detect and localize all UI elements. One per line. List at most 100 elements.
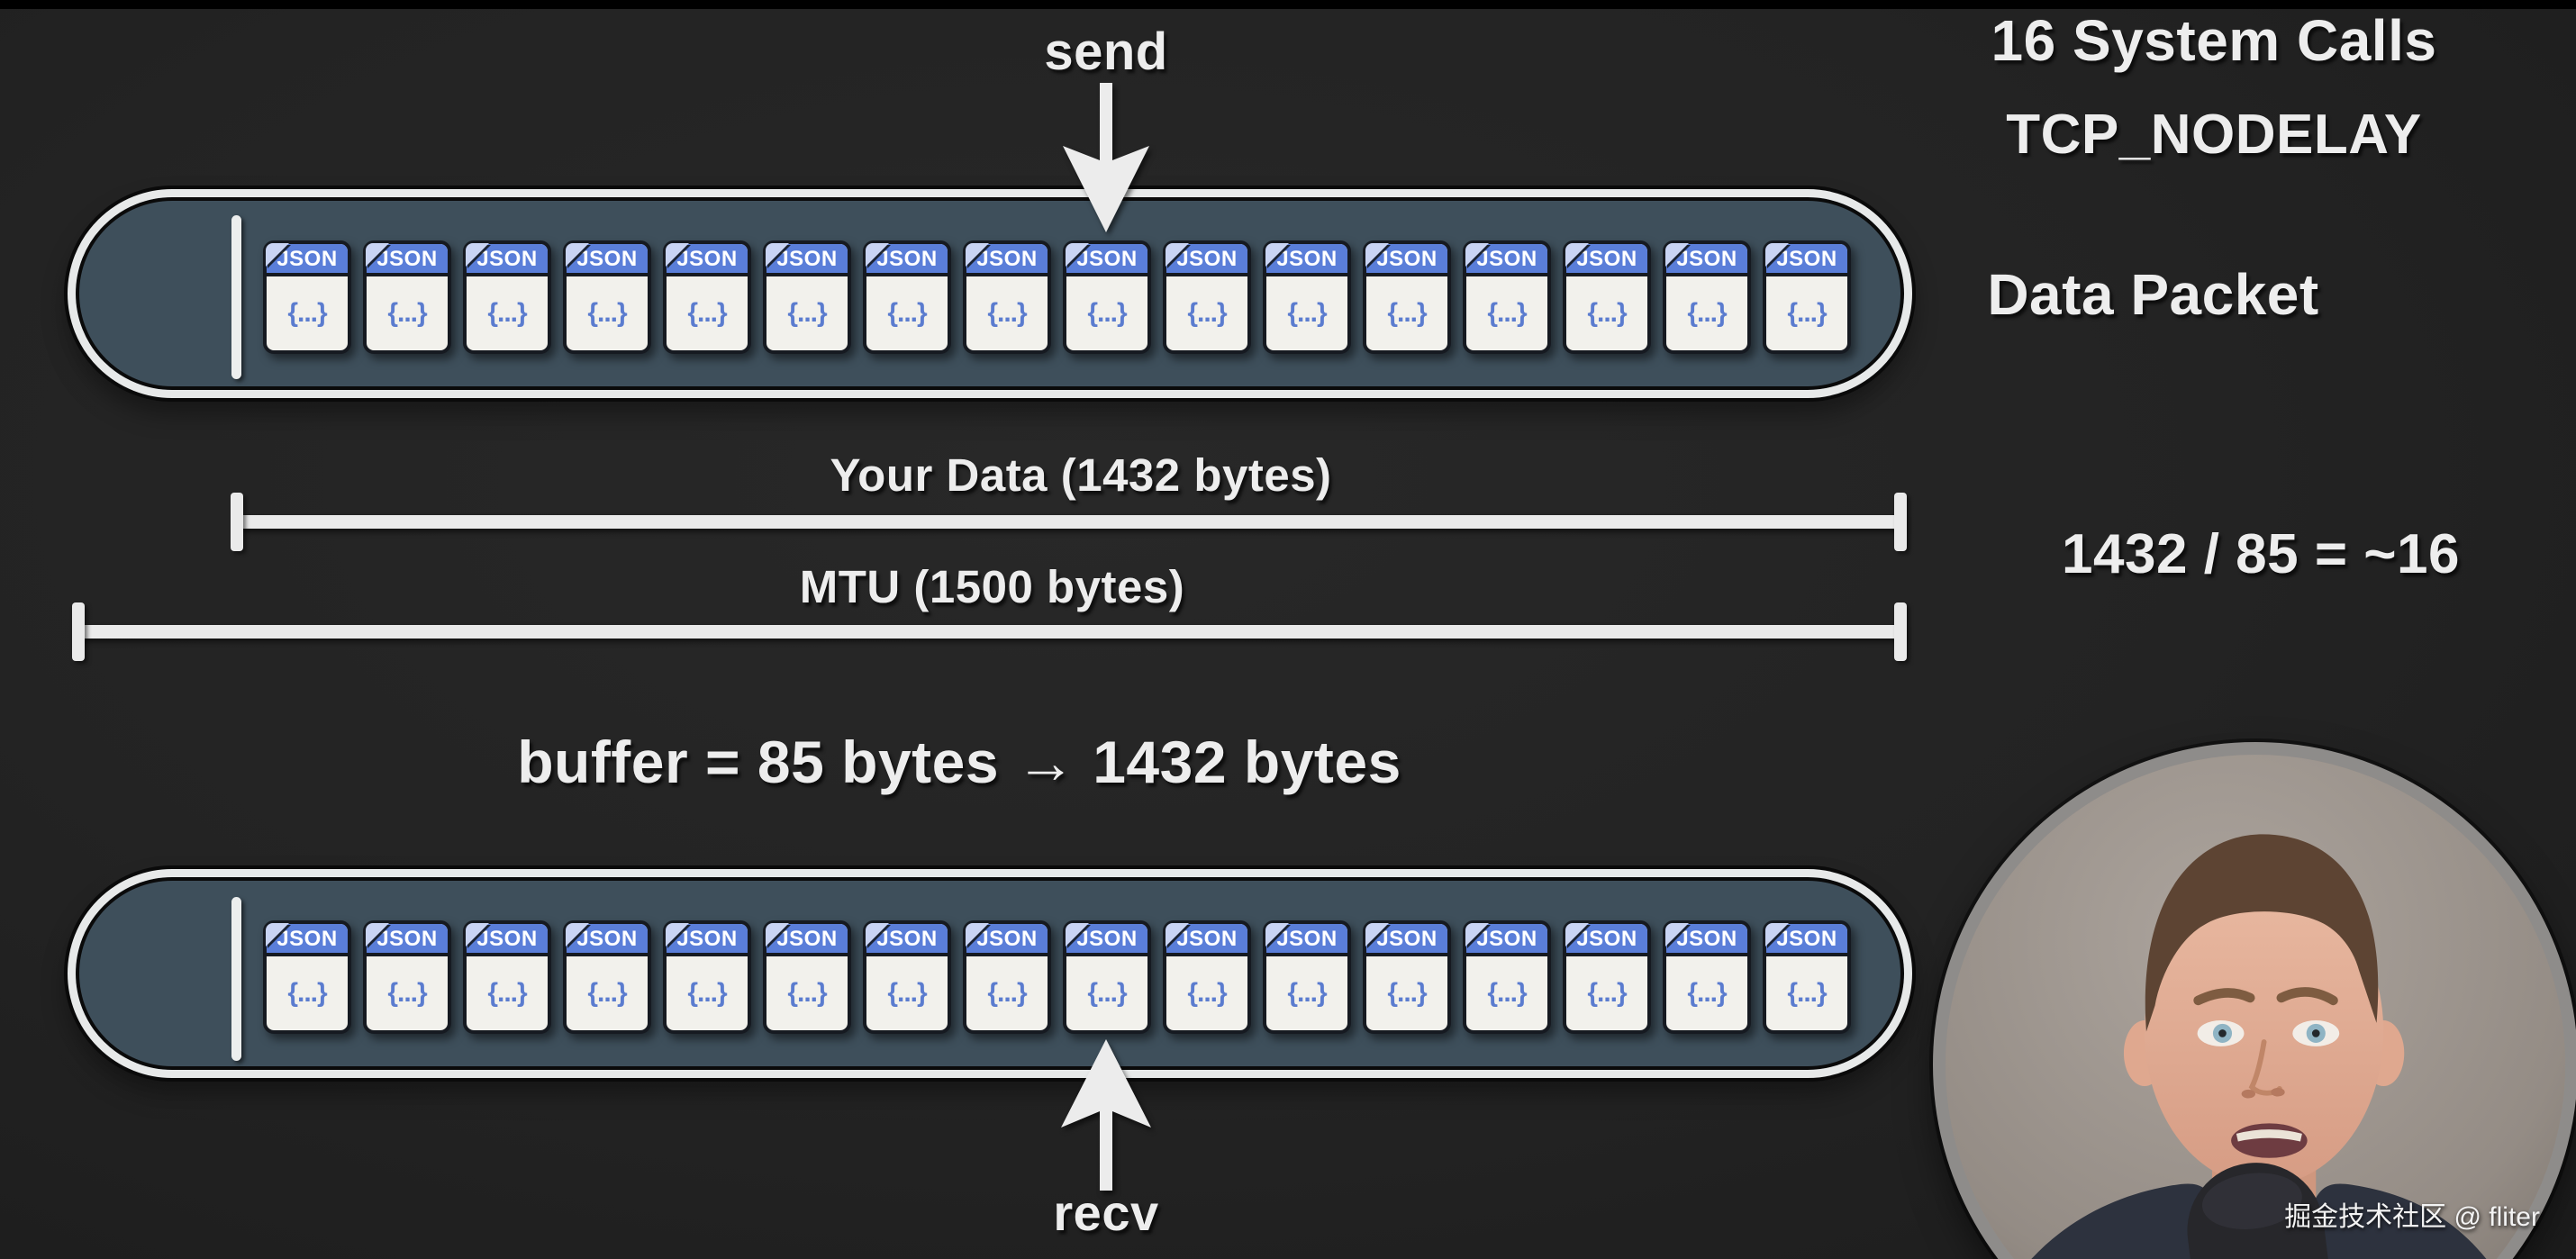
- folded-corner-icon: [1665, 243, 1689, 267]
- json-braces-glyph: {...}: [1487, 298, 1527, 328]
- json-braces-glyph: {...}: [1787, 298, 1827, 328]
- json-braces-glyph: {...}: [1187, 298, 1227, 328]
- json-braces-glyph: {...}: [287, 978, 327, 1008]
- mtu-ruler-right-tick: [1894, 602, 1907, 661]
- up-arrow-icon: [1061, 1039, 1151, 1191]
- json-file-icon: JSON{...}: [563, 240, 651, 354]
- json-braces-glyph: {...}: [687, 978, 727, 1008]
- json-icon-row-top: JSON{...}JSON{...}JSON{...}JSON{...}JSON…: [263, 240, 1851, 354]
- system-calls-label: 16 System Calls: [1991, 8, 2437, 73]
- your-data-label: Your Data (1432 bytes): [830, 449, 1332, 501]
- json-braces-glyph: {...}: [387, 298, 427, 328]
- json-braces-glyph: {...}: [287, 298, 327, 328]
- json-file-icon: JSON{...}: [663, 920, 751, 1034]
- json-braces-glyph: {...}: [387, 978, 427, 1008]
- json-file-icon: JSON{...}: [263, 920, 351, 1034]
- buffer-equation-label: buffer = 85 bytes → 1432 bytes: [517, 729, 1401, 795]
- folded-corner-icon: [266, 923, 289, 947]
- folded-corner-icon: [1166, 243, 1189, 267]
- json-icon-row-bottom: JSON{...}JSON{...}JSON{...}JSON{...}JSON…: [263, 920, 1851, 1034]
- json-file-type-label: JSON: [1566, 924, 1647, 956]
- json-braces-glyph: {...}: [1187, 978, 1227, 1008]
- folded-corner-icon: [1265, 923, 1289, 947]
- top-black-bar: [0, 0, 2576, 9]
- division-math-label: 1432 / 85 = ~16: [2062, 523, 2460, 585]
- json-file-icon: JSON{...}: [1263, 920, 1351, 1034]
- json-braces-glyph: {...}: [1087, 298, 1127, 328]
- json-file-icon: JSON{...}: [1763, 920, 1851, 1034]
- folded-corner-icon: [366, 243, 389, 267]
- json-file-icon: JSON{...}: [863, 240, 951, 354]
- json-file-icon: JSON{...}: [563, 920, 651, 1034]
- json-file-icon: JSON{...}: [663, 240, 751, 354]
- folded-corner-icon: [766, 243, 789, 267]
- json-file-icon: JSON{...}: [1463, 920, 1551, 1034]
- down-arrow-icon: [1063, 83, 1149, 232]
- json-braces-glyph: {...}: [887, 978, 927, 1008]
- json-braces-glyph: {...}: [687, 298, 727, 328]
- your-data-ruler-right-tick: [1894, 493, 1907, 551]
- mtu-ruler-bar: [79, 625, 1905, 639]
- json-file-icon: JSON{...}: [963, 240, 1051, 354]
- json-braces-glyph: {...}: [487, 978, 527, 1008]
- your-data-ruler-left-tick: [231, 493, 243, 551]
- packet-start-marker-top: [231, 215, 241, 379]
- folded-corner-icon: [266, 243, 289, 267]
- json-braces-glyph: {...}: [487, 298, 527, 328]
- json-braces-glyph: {...}: [987, 978, 1027, 1008]
- mtu-label: MTU (1500 bytes): [799, 561, 1185, 612]
- json-braces-glyph: {...}: [587, 298, 627, 328]
- json-file-icon: JSON{...}: [463, 240, 551, 354]
- folded-corner-icon: [1465, 923, 1489, 947]
- json-braces-glyph: {...}: [1287, 978, 1327, 1008]
- folded-corner-icon: [1066, 923, 1089, 947]
- folded-corner-icon: [1765, 243, 1789, 267]
- json-file-icon: JSON{...}: [1663, 920, 1751, 1034]
- json-file-icon: JSON{...}: [1663, 240, 1751, 354]
- mtu-ruler-left-tick: [72, 602, 85, 661]
- json-file-icon: JSON{...}: [1063, 920, 1151, 1034]
- folded-corner-icon: [1365, 243, 1389, 267]
- json-file-icon: JSON{...}: [1063, 240, 1151, 354]
- folded-corner-icon: [966, 243, 989, 267]
- tcp-nodelay-label: TCP_NODELAY: [2006, 104, 2422, 166]
- json-file-icon: JSON{...}: [1363, 920, 1451, 1034]
- folded-corner-icon: [1565, 243, 1589, 267]
- folded-corner-icon: [1265, 243, 1289, 267]
- json-braces-glyph: {...}: [1387, 298, 1427, 328]
- folded-corner-icon: [1765, 923, 1789, 947]
- json-braces-glyph: {...}: [1487, 978, 1527, 1008]
- watermark-label: 掘金技术社区 @ fliter: [2284, 1202, 2540, 1232]
- json-file-icon: JSON{...}: [1363, 240, 1451, 354]
- folded-corner-icon: [1365, 923, 1389, 947]
- json-file-icon: JSON {...}: [1563, 920, 1651, 1034]
- json-braces-glyph: {...}: [1687, 978, 1727, 1008]
- json-file-icon: JSON{...}: [363, 920, 451, 1034]
- json-file-icon: JSON{...}: [363, 240, 451, 354]
- folded-corner-icon: [666, 243, 689, 267]
- folded-corner-icon: [866, 243, 889, 267]
- folded-corner-icon: [666, 923, 689, 947]
- json-file-icon: JSON{...}: [863, 920, 951, 1034]
- json-braces-glyph: {...}: [1687, 298, 1727, 328]
- json-braces-glyph: {...}: [1287, 298, 1327, 328]
- json-file-icon: JSON{...}: [463, 920, 551, 1034]
- json-file-icon: JSON{...}: [1163, 240, 1251, 354]
- folded-corner-icon: [766, 923, 789, 947]
- data-packet-label: Data Packet: [1987, 262, 2319, 327]
- folded-corner-icon: [566, 243, 589, 267]
- json-braces-glyph: {...}: [1587, 978, 1627, 1008]
- json-braces-glyph: {...}: [1587, 298, 1627, 328]
- json-braces-glyph: {...}: [1087, 978, 1127, 1008]
- folded-corner-icon: [1465, 243, 1489, 267]
- json-file-icon: JSON{...}: [1763, 240, 1851, 354]
- json-file-icon: JSON{...}: [1463, 240, 1551, 354]
- json-braces-glyph: {...}: [787, 978, 827, 1008]
- send-label: send: [1044, 23, 1168, 81]
- folded-corner-icon: [566, 923, 589, 947]
- folded-corner-icon: [1565, 923, 1589, 947]
- folded-corner-icon: [466, 243, 489, 267]
- json-file-icon: JSON{...}: [1563, 240, 1651, 354]
- folded-corner-icon: [366, 923, 389, 947]
